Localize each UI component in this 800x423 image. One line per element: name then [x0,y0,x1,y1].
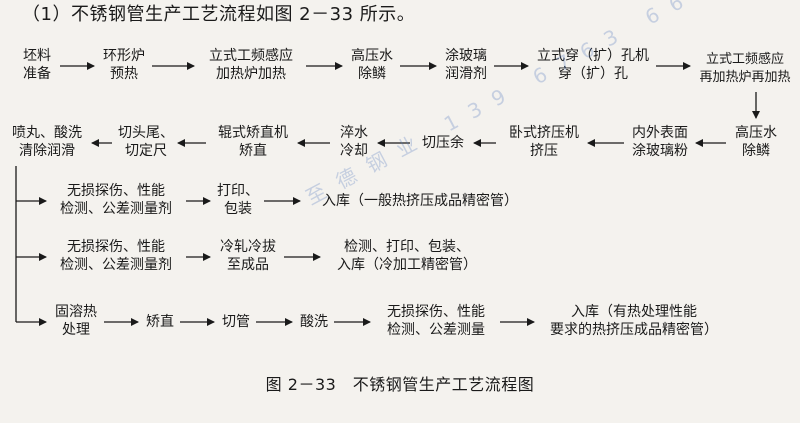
node-b1-store: 入库（一般热挤压成品精密管） [322,193,518,209]
node-extrusion: 卧式挤压机挤压 [509,125,579,159]
node-b3-ndt: 无损探伤、性能检测、公差测量 [387,304,485,338]
node-induction-heat: 立式工频感应加热炉加热 [209,48,293,82]
node-shot-pickle: 喷丸、酸洗清除润滑 [12,125,82,159]
node-b1-ndt: 无损探伤、性能检测、公差测量剂 [60,183,172,217]
node-straightener: 辊式矫直机矫直 [218,125,288,159]
node-glass-powder: 内外表面涂玻璃粉 [632,125,688,159]
node-b3-solution: 固溶热处理 [55,304,97,338]
node-reheat: 立式工频感应再加热炉再加热 [699,52,791,85]
node-b3-cut: 切管 [222,314,250,330]
node-b1-print-pack: 打印、包装 [217,183,259,217]
node-billet-prep: 坯料准备 [23,48,51,82]
node-glass-lube: 涂玻璃润滑剂 [445,48,487,82]
node-water-cool: 淬水冷却 [340,125,368,159]
intro-text: （1）不锈钢管生产工艺流程如图 2－33 所示。 [22,4,416,25]
figure-caption: 图 2－33 不锈钢管生产工艺流程图 [265,375,535,394]
node-hp-descale-2: 高压水除鳞 [735,125,777,159]
node-b3-pickle: 酸洗 [300,314,328,330]
node-pierce: 立式穿（扩）孔机穿（扩）孔 [537,48,649,82]
node-b3-straighten: 矫直 [146,314,174,330]
node-ring-furnace: 环形炉预热 [103,48,145,82]
node-b2-finish: 检测、打印、包装、入库（冷加工精密管） [337,239,477,273]
node-cut-ends: 切头尾、切定尺 [118,125,174,159]
node-b2-cold-draw: 冷轧冷拔至成品 [220,239,276,273]
node-b2-ndt: 无损探伤、性能检测、公差测量剂 [60,239,172,273]
node-b3-store: 入库（有热处理性能要求的热挤压成品精密管） [550,304,718,338]
node-hp-descale-1: 高压水除鳞 [351,48,393,82]
node-cut-rest: 切压余 [422,135,464,151]
